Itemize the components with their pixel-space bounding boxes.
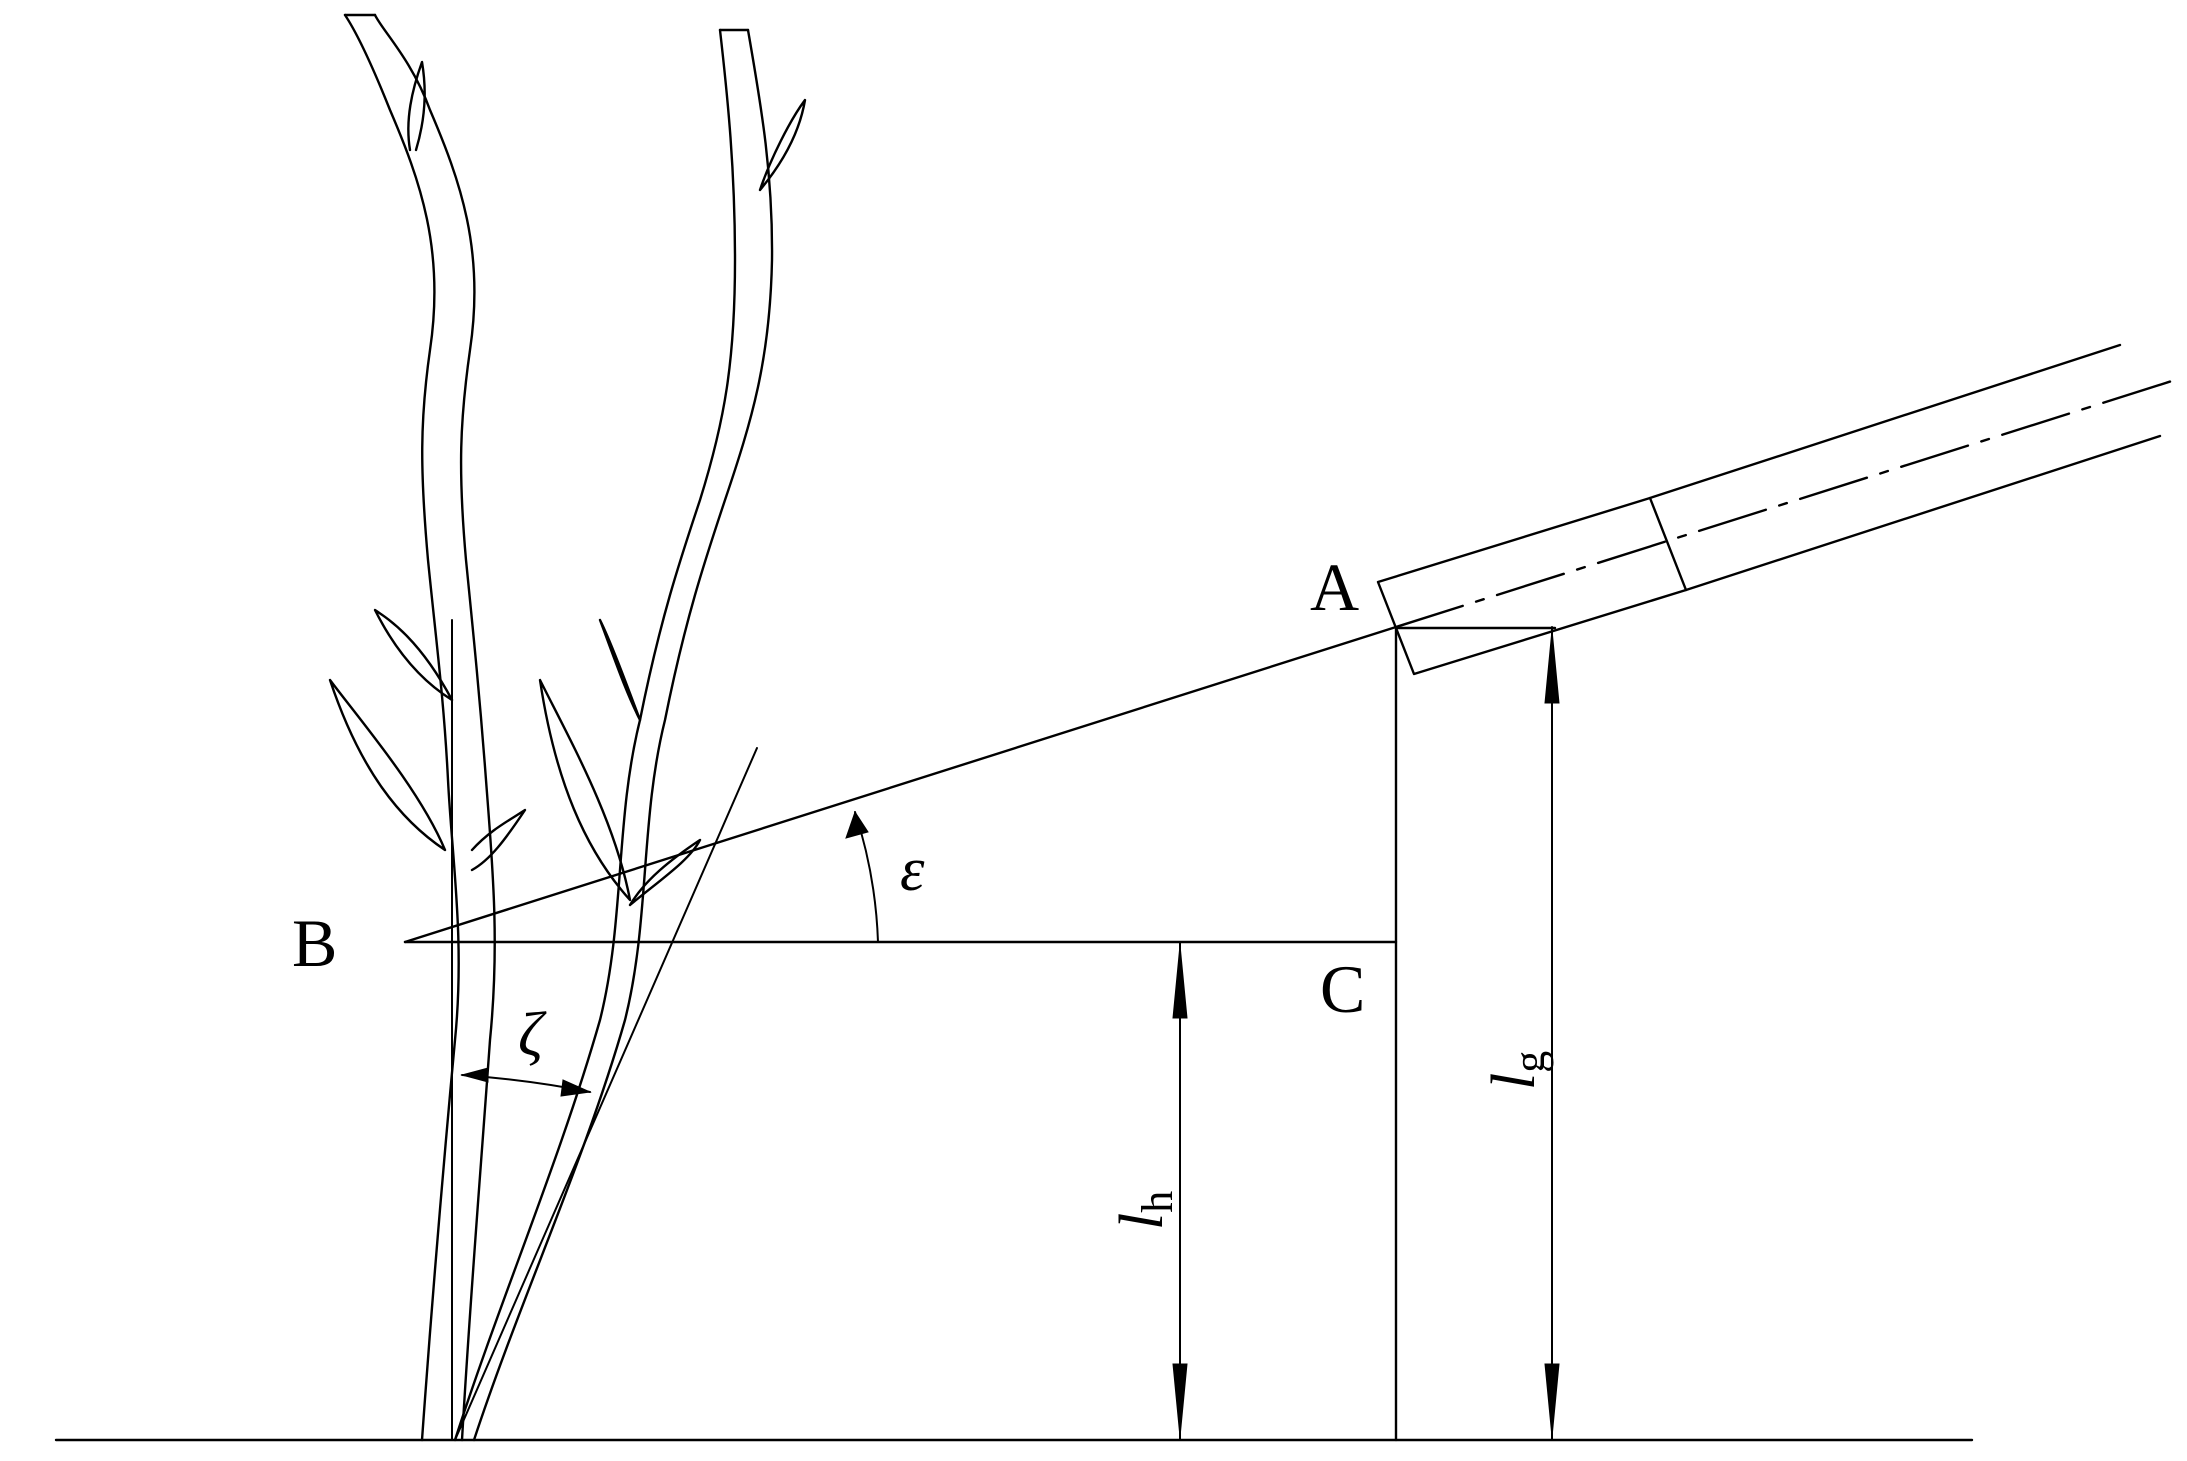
line-BA bbox=[403, 625, 1398, 944]
plant-stalk-right bbox=[453, 28, 774, 1442]
point-A-label: A bbox=[1310, 549, 1359, 625]
dimension-lh-label: lh bbox=[1108, 1191, 1182, 1230]
point-B-label: B bbox=[292, 905, 337, 981]
plant-stalk-left bbox=[343, 13, 496, 1442]
angle-zeta-arc bbox=[460, 1067, 592, 1097]
angle-epsilon-arc bbox=[845, 810, 879, 943]
angle-zeta-label: ζ bbox=[518, 1001, 547, 1069]
dimension-lg bbox=[1544, 626, 1560, 1441]
stalk-tangent-line bbox=[454, 747, 758, 1441]
dimension-lg-label: lg bbox=[1480, 1051, 1554, 1090]
plant-leaves bbox=[328, 60, 807, 907]
point-C-label: C bbox=[1320, 951, 1365, 1027]
angle-epsilon-label: ε bbox=[900, 836, 925, 904]
dimension-lh bbox=[1172, 941, 1188, 1441]
sensor-device bbox=[1376, 343, 2177, 676]
